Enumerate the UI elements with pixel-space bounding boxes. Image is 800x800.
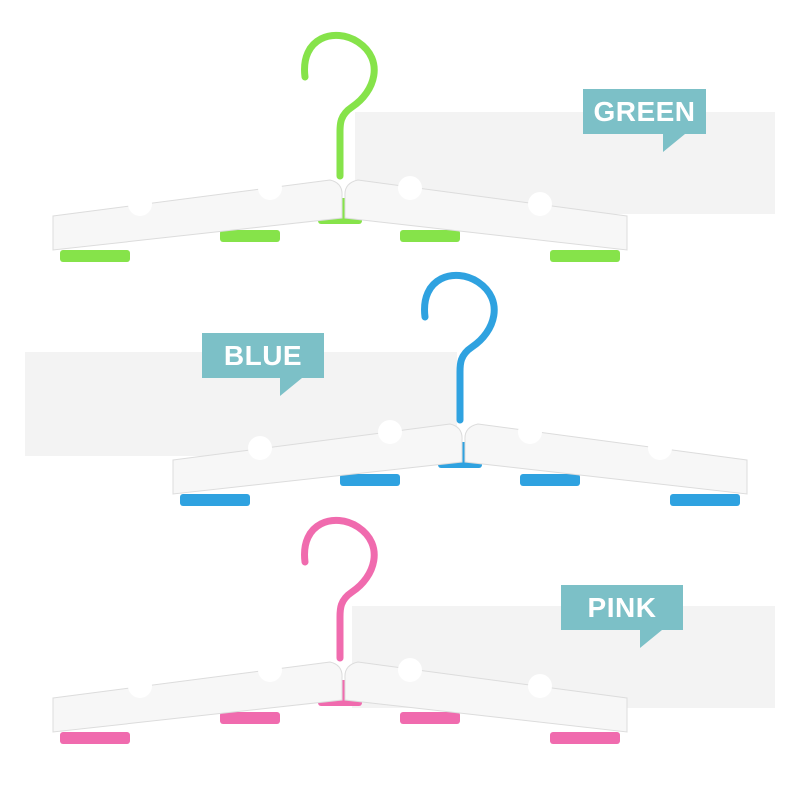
hanger-color-strip [550, 732, 620, 744]
pink-label-text: PINK [587, 591, 657, 623]
hanger-color-strip [520, 474, 580, 486]
hanger-color-strip [400, 230, 460, 242]
hanger-notch [648, 436, 672, 460]
hanger-hook [301, 31, 378, 180]
hanger-color-strip [550, 250, 620, 262]
hanger-hook [421, 271, 498, 424]
hanger-notch [518, 420, 542, 444]
blue-label: BLUE [202, 333, 324, 396]
hanger-hook [301, 516, 378, 662]
hanger-color-strip [60, 250, 130, 262]
hanger-notch [528, 674, 552, 698]
green-label-text: GREEN [593, 95, 696, 127]
pink-label: PINK [561, 585, 683, 648]
hanger-notch [398, 658, 422, 682]
hanger-notch [128, 674, 152, 698]
green-label-pointer [663, 134, 685, 152]
hanger-right-arm [344, 661, 628, 733]
hanger-notch [398, 176, 422, 200]
hanger-color-strip [400, 712, 460, 724]
hanger-color-strip [670, 494, 740, 506]
hanger-color-strip [60, 732, 130, 744]
hanger-left-arm [52, 661, 343, 733]
pink-label-pointer [640, 630, 662, 648]
hanger-notch [128, 192, 152, 216]
blue-label-text: BLUE [223, 339, 303, 371]
blue-label-pointer [280, 378, 302, 396]
hanger-color-strip [340, 474, 400, 486]
green-label: GREEN [583, 89, 706, 152]
hanger-notch [248, 436, 272, 460]
hanger-color-strip [220, 712, 280, 724]
hanger-notch [378, 420, 402, 444]
hanger-notch [258, 658, 282, 682]
hanger-color-strip [220, 230, 280, 242]
hanger-notch [258, 176, 282, 200]
hanger-color-strip [180, 494, 250, 506]
hanger-notch [528, 192, 552, 216]
